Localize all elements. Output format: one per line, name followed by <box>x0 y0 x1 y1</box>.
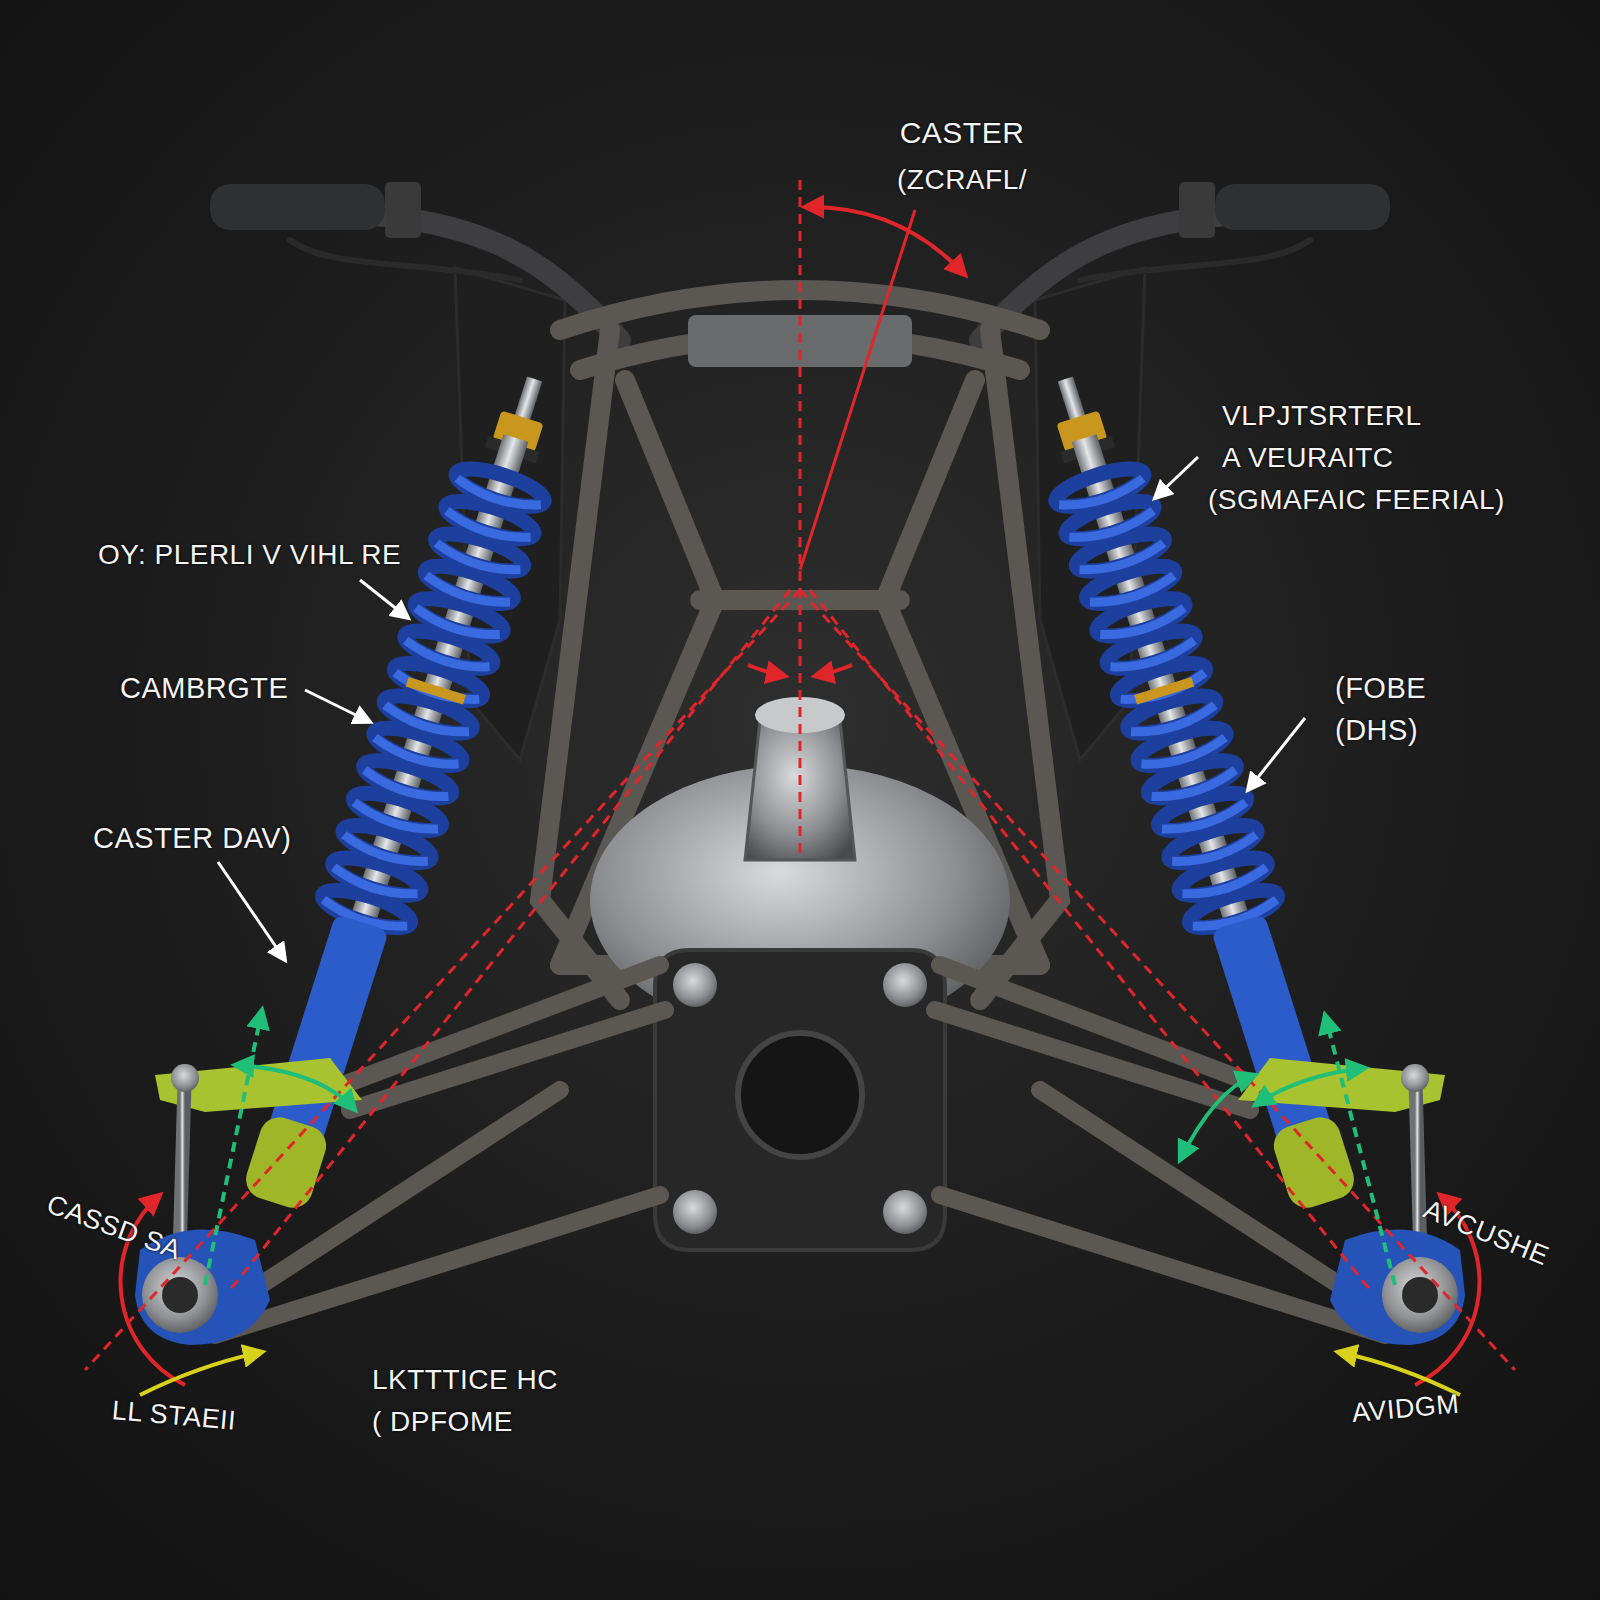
callout-label: LL STAEII <box>110 1392 237 1439</box>
angle-arrow <box>205 1010 262 1285</box>
leader-arrow <box>218 457 1305 960</box>
knuckle <box>1330 1230 1465 1345</box>
callout-label: AVIDGM <box>1350 1386 1460 1431</box>
leader-arrow <box>1155 457 1198 498</box>
lever-clamp <box>1179 182 1215 238</box>
angle-arrow <box>1325 1015 1395 1285</box>
callout-label: (SGMAFAIC FEERIAL) <box>1208 482 1505 518</box>
bolt <box>673 1190 717 1234</box>
grip <box>1215 184 1390 230</box>
lever-clamp <box>385 182 421 238</box>
callout-label: CAMBRGTE <box>120 670 288 706</box>
geometry-line <box>230 590 790 1290</box>
callout-label: CASTER <box>862 115 1062 151</box>
bolt <box>171 1064 199 1092</box>
frame-tubes <box>885 380 975 600</box>
geometry-line <box>815 665 852 676</box>
callout-label: CASSD SA <box>42 1186 186 1268</box>
geometry-line <box>800 590 1515 1370</box>
wheel-hub <box>162 1277 198 1313</box>
a-arm <box>215 965 1385 1335</box>
angle-arrow <box>1180 1075 1255 1160</box>
geometry-line <box>810 590 1370 1290</box>
mount-plate <box>655 950 945 1250</box>
geometry-line <box>85 590 800 1370</box>
leader-arrow <box>1248 718 1305 790</box>
angle-arrow <box>1255 1068 1365 1105</box>
callout-label: CASTER DAV) <box>93 820 291 856</box>
callout-label: OY: PLERLI V VIHL RE <box>98 537 401 573</box>
a-arm <box>935 1010 1250 1110</box>
grip <box>210 184 385 230</box>
bolt <box>883 1190 927 1234</box>
frame-tubes <box>625 380 715 600</box>
handlebar <box>1080 240 1310 280</box>
callout-label: ( DPFOME <box>372 1404 513 1440</box>
leader-arrow <box>360 580 408 618</box>
callout-label: VLPJTSRTERL <box>1222 398 1422 434</box>
bolt <box>883 963 927 1007</box>
geometry-line <box>85 180 1515 1385</box>
a-arm <box>350 1010 665 1110</box>
rotation-arrow <box>1338 1352 1460 1395</box>
callout-label: (ZCRAFL/ <box>862 162 1062 198</box>
angle-arrow <box>235 1065 355 1110</box>
handlebar <box>290 240 520 280</box>
hub-bore <box>738 1033 862 1157</box>
bolt <box>673 963 717 1007</box>
callout-label: (DHS) <box>1335 712 1418 748</box>
leader-arrow <box>305 690 370 722</box>
angle-arrow <box>205 1010 1395 1285</box>
geometry-line <box>748 665 785 676</box>
callout-label: LKTTTICE HC <box>372 1362 558 1398</box>
geometry-line <box>799 180 802 860</box>
callout-label: (FOBE <box>1335 670 1426 706</box>
geometry-line <box>800 210 915 570</box>
rotation-arrow <box>140 1352 262 1395</box>
geometry-line <box>805 207 965 275</box>
bolt <box>1401 1064 1429 1092</box>
wheel-hub <box>1402 1277 1438 1313</box>
callout-label: A VEURAITC <box>1222 440 1393 476</box>
leader-arrow <box>218 862 285 960</box>
